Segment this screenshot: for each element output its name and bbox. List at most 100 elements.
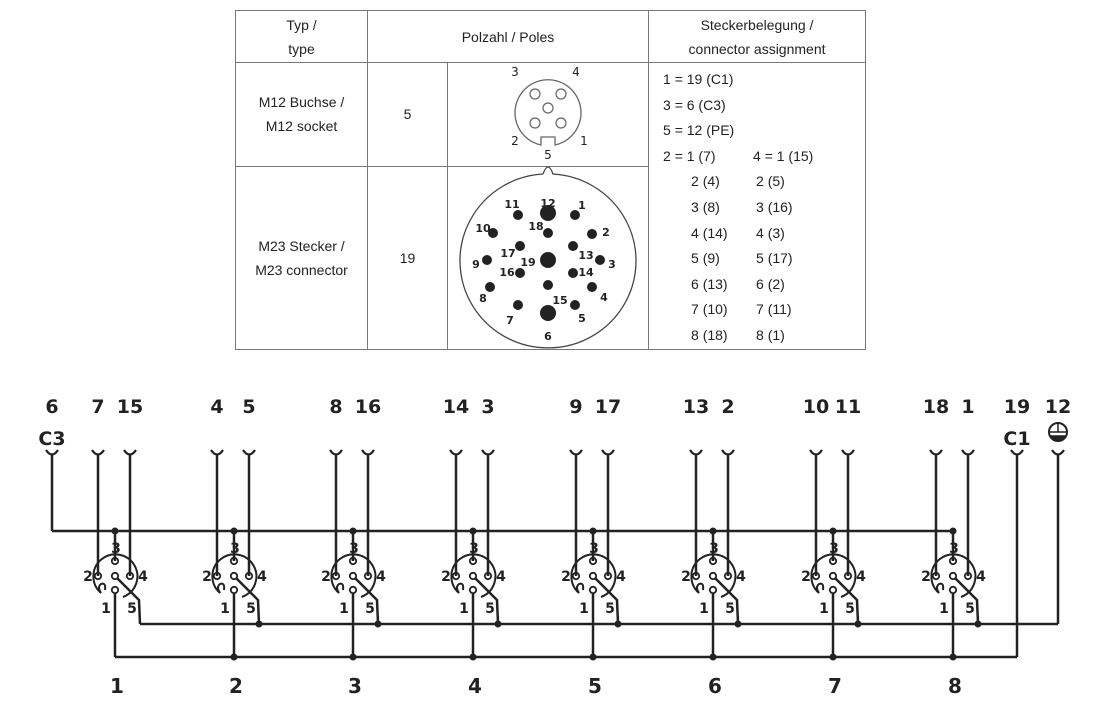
c3-junction [111,527,119,535]
assignment-text: 4 (3) [756,224,785,241]
m23-pin [488,228,498,238]
assignment-pair: 3 (8)3 (16) [663,195,865,221]
m23-pin [568,268,578,278]
m12-pin-label: 5 [544,148,552,162]
m23-pin-label: 18 [528,220,543,233]
pin5-wire [474,577,500,625]
m12-socket-outline [570,553,617,598]
m12-socket-outline [810,553,857,598]
terminal-cup-icon [449,449,463,456]
pin1-label: 1 [101,601,111,617]
m23-pin-label: 15 [552,294,567,307]
header-poles: Polzahl / Poles [366,10,650,63]
socket-notch [696,582,705,594]
m12-poles: 5 [367,62,448,167]
m12-socket-6 [690,553,737,598]
socket-number-label: 5 [588,674,602,698]
terminal-cup-icon [481,449,495,456]
m23-pin [543,280,553,290]
socket-number-label: 8 [948,674,962,698]
m12-pin-hole [708,571,718,581]
pin4-source-label: 5 [242,396,255,418]
m12-pin-hole [468,585,478,595]
pin4-label: 4 [856,569,866,585]
c1-junction [230,653,238,661]
m23-pin [570,210,580,220]
pin4-source-label: 2 [721,396,734,418]
m12-pin-hole [348,585,358,595]
m23-pin-label: 2 [602,226,610,239]
pin1-label: 1 [939,601,949,617]
m12-socket-8 [930,553,977,598]
socket-notch [816,582,825,594]
c1-pin-label: 19 [1004,396,1030,418]
pin5-wire [834,577,860,625]
m12-pin-hole [348,571,358,581]
pin5-label: 5 [485,601,495,617]
socket-notch [936,582,945,594]
pin3-label: 3 [349,541,359,557]
m12-socket-outline [450,553,497,598]
pin2-label: 2 [801,569,811,585]
assignment-text: 5 = 12 (PE) [663,122,735,139]
socket-notch [217,582,226,594]
m12-pin-hole [110,585,120,595]
m12-pin-hole [588,585,598,595]
pin4-label: 4 [736,569,746,585]
assignment-pair: 4 (14)4 (3) [663,221,865,247]
m23-pin-label: 16 [499,266,515,279]
m23-pin [587,229,597,239]
c1-label: C1 [1003,428,1030,450]
m23-connector-outline [459,166,637,349]
pin3-label: 3 [829,541,839,557]
pin4-label: 4 [496,569,506,585]
c3-junction [589,527,597,535]
m12-pin-hole [708,585,718,595]
c3-pin-label: 6 [45,396,58,418]
pe-pin-label: 12 [1045,396,1071,418]
c1-junction [829,653,837,661]
m23-pin [513,300,523,310]
assignment-line: 1 = 19 (C1) [663,67,865,93]
pin5-label: 5 [605,601,615,617]
m12-pin-label: 4 [572,65,580,79]
socket-notch [336,582,345,594]
m23-pin-label: 13 [578,249,593,262]
socket-number-label: 4 [468,674,482,698]
pin2-label: 2 [83,569,93,585]
assignment-text: 3 = 6 (C3) [663,96,726,113]
terminal-cup-icon [91,449,105,456]
socket-number-label: 1 [110,674,124,698]
pin5-wire [714,577,740,625]
m23-pin [543,228,553,238]
c1-junction [469,653,477,661]
pin5-wire [235,577,261,625]
pin5-label: 5 [365,601,375,617]
m23-pin [513,210,523,220]
assignment-line: 3 = 6 (C3) [663,93,865,119]
pin3-label: 3 [709,541,719,557]
m12-pin-hole [110,571,120,581]
m12-pin-hole [948,585,958,595]
assignment-text: 6 (13) [691,275,728,292]
pin4-source-label: 1 [961,396,974,418]
m12-pin-hole [542,102,554,114]
pin4-label: 4 [976,569,986,585]
m12-pin-hole [588,571,598,581]
m23-pin [595,255,605,265]
m23-pin-label: 4 [600,291,608,304]
assignment-pair: 2 (4)2 (5) [663,169,865,195]
pin2-label: 2 [681,569,691,585]
m23-pin-label: 3 [608,258,616,271]
socket-number-label: 2 [229,674,243,698]
pin2-label: 2 [321,569,331,585]
pe-junction [255,620,263,628]
m12-socket-outline [930,553,977,598]
socket-number-label: 3 [348,674,362,698]
terminal-cup-icon [329,449,343,456]
socket-notch [456,582,465,594]
terminal-cup-icon [123,449,137,456]
m23-pin-label: 5 [578,312,586,325]
m12-pin-hole [229,571,239,581]
pin2-label: 2 [561,569,571,585]
